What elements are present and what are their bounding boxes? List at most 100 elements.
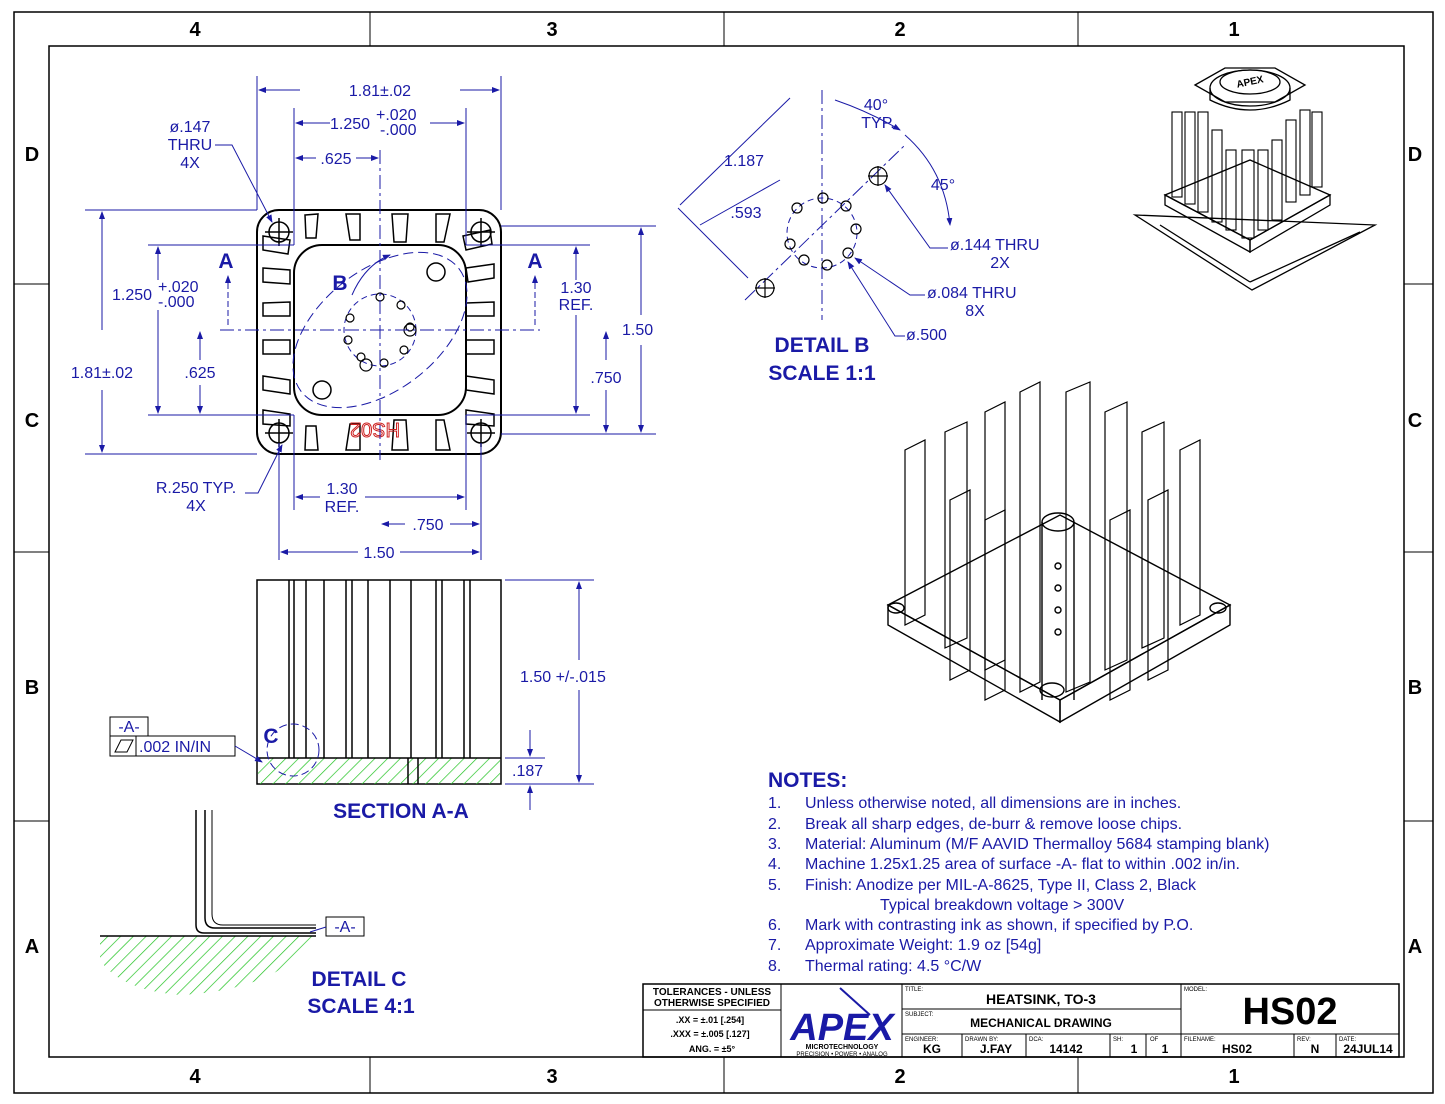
rev-label: REV: <box>1297 1037 1311 1043</box>
title-label: TITLE: <box>905 987 923 993</box>
hs02-marking: HS02 <box>350 418 400 440</box>
note-8-text: Thermal rating: 4.5 °C/W <box>805 958 982 975</box>
detail-c-scale: SCALE 4:1 <box>307 995 415 1018</box>
dim-ref-width-ref: REF. <box>325 499 360 516</box>
section-aa-detail-c: C <box>263 725 278 748</box>
zone-row-d-left: D <box>25 144 39 166</box>
dim-inner-height: 1.250 <box>112 287 152 304</box>
note-4-num: 4. <box>768 856 781 873</box>
date-value: 24JUL14 <box>1343 1042 1393 1056</box>
detail-b-hole-small: ø.084 THRU <box>927 285 1017 302</box>
detail-b-dim-2: .593 <box>730 205 761 222</box>
sheet-label: SH: <box>1113 1037 1123 1043</box>
dim-ref-height-val: 1.30 <box>560 280 591 297</box>
note-1-text: Unless otherwise noted, all dimensions a… <box>805 795 1181 812</box>
dim-mount-width: 1.50 <box>363 545 394 562</box>
dim-overall-width: 1.81±.02 <box>349 83 411 100</box>
detail-c: -A- DETAIL C SCALE 4:1 <box>100 810 415 1018</box>
drawn-label: DRAWN BY: <box>965 1037 999 1043</box>
filename-value: HS02 <box>1222 1042 1252 1056</box>
apex-logo-sub2: PRECISION • POWER • ANALOG <box>796 1052 888 1058</box>
model-label: MODEL: <box>1184 987 1207 993</box>
filename-label: FILENAME: <box>1184 1037 1216 1043</box>
zone-row-b-right: B <box>1408 677 1422 699</box>
dim-ref-height-ref: REF. <box>559 297 594 314</box>
dim-half-mount-width: .750 <box>412 517 443 534</box>
apex-logo-text: APEX <box>789 1007 896 1049</box>
zone-row-d-right: D <box>1408 144 1422 166</box>
section-aa-flatness: .002 IN/IN <box>139 739 211 756</box>
of-label: OF <box>1150 1037 1159 1043</box>
detail-b-angle-2: 45° <box>931 177 955 194</box>
zone-col-4-bottom: 4 <box>189 1066 201 1088</box>
top-view-dimensions: 1.81±.02 1.250 +.020 -.000 .625 ø.147 TH… <box>71 76 656 562</box>
section-a-right: A <box>527 250 542 273</box>
note-8-num: 8. <box>768 958 781 975</box>
section-fins <box>288 580 471 784</box>
detail-b-scale: SCALE 1:1 <box>768 362 876 385</box>
section-aa-base: .187 <box>512 763 543 780</box>
tol-ang: ANG. = ±5° <box>689 1044 736 1054</box>
mount-holes <box>265 218 495 447</box>
tol-line-2: OTHERWISE SPECIFIED <box>654 998 770 1009</box>
notes: NOTES: 1. Unless otherwise noted, all di… <box>768 769 1269 975</box>
note-4-text: Machine 1.25x1.25 area of surface -A- fl… <box>805 856 1240 873</box>
zone-col-4-top: 4 <box>189 19 201 41</box>
apex-logo: APEX MICROTECHNOLOGY PRECISION • POWER •… <box>789 987 896 1058</box>
section-aa-height: 1.50 +/-.015 <box>520 669 606 686</box>
zone-row-a-left: A <box>25 936 39 958</box>
detail-b-hole-large: ø.144 THRU <box>950 237 1040 254</box>
dim-half-height: .625 <box>184 365 215 382</box>
dim-inner-width: 1.250 <box>330 116 370 133</box>
note-2-text: Break all sharp edges, de-burr & remove … <box>805 816 1182 833</box>
dim-overall-height: 1.81±.02 <box>71 365 133 382</box>
zone-row-c-left: C <box>25 410 39 432</box>
isometric-heatsink <box>886 381 1232 724</box>
section-aa-title: SECTION A-A <box>333 800 469 823</box>
title-block: TOLERANCES - UNLESS OTHERWISE SPECIFIED … <box>642 983 1400 1058</box>
section-a-left: A <box>218 250 233 273</box>
detail-c-title: DETAIL C <box>312 968 407 991</box>
engineer-label: ENGINEER: <box>905 1037 938 1043</box>
date-label: DATE: <box>1339 1037 1357 1043</box>
detail-c-datum: -A- <box>334 919 355 936</box>
zone-row-b-left: B <box>25 677 39 699</box>
detail-b-callout: B <box>332 272 347 295</box>
detail-b-angle: 40° <box>864 97 888 114</box>
apex-logo-sub1: MICROTECHNOLOGY <box>806 1044 879 1051</box>
notes-heading: NOTES: <box>768 769 847 792</box>
section-aa-datum: -A- <box>118 719 139 736</box>
sheet-value: 1 <box>1131 1042 1138 1056</box>
detail-b-dim-1: 1.187 <box>724 153 764 170</box>
engineer-value: KG <box>923 1042 941 1056</box>
note-1-num: 1. <box>768 795 781 812</box>
zone-col-2-bottom: 2 <box>894 1066 905 1088</box>
zone-col-1-bottom: 1 <box>1228 1066 1239 1088</box>
note-2-num: 2. <box>768 816 781 833</box>
zone-col-1-top: 1 <box>1228 19 1239 41</box>
note-6-text: Mark with contrasting ink as shown, if s… <box>805 917 1193 934</box>
detail-b-hole-small-count: 8X <box>965 303 985 320</box>
detail-b-circle-dia: ø.500 <box>906 327 947 344</box>
note-3-text: Material: Aluminum (M/F AAVID Thermalloy… <box>805 836 1269 853</box>
dim-mount-height: 1.50 <box>622 322 653 339</box>
dim-half-width: .625 <box>320 151 351 168</box>
note-7-num: 7. <box>768 937 781 954</box>
zone-col-3-bottom: 3 <box>546 1066 557 1088</box>
device-logo: APEX <box>1236 74 1265 90</box>
dim-hole-thru: THRU <box>168 137 212 154</box>
dim-radius-count: 4X <box>186 498 206 515</box>
perimeter-fins <box>262 213 495 451</box>
dim-ref-width-val: 1.30 <box>326 481 357 498</box>
note-5-num: 5. <box>768 877 781 894</box>
note-6-num: 6. <box>768 917 781 934</box>
sheet-border <box>13 11 1434 1094</box>
drawing-title: HEATSINK, TO-3 <box>986 991 1096 1007</box>
dim-inner-height-tol-top: +.020 <box>158 279 199 296</box>
tol-xx: .XX = ±.01 [.254] <box>676 1015 744 1025</box>
tol-line-1: TOLERANCES - UNLESS <box>653 987 771 998</box>
dim-inner-height-tol-bot: -.000 <box>158 294 195 311</box>
detail-b: 40° TYP. 45° 1.187 .593 ø.144 THRU 2X ø.… <box>677 90 1040 385</box>
heatsink-outline <box>256 209 502 455</box>
